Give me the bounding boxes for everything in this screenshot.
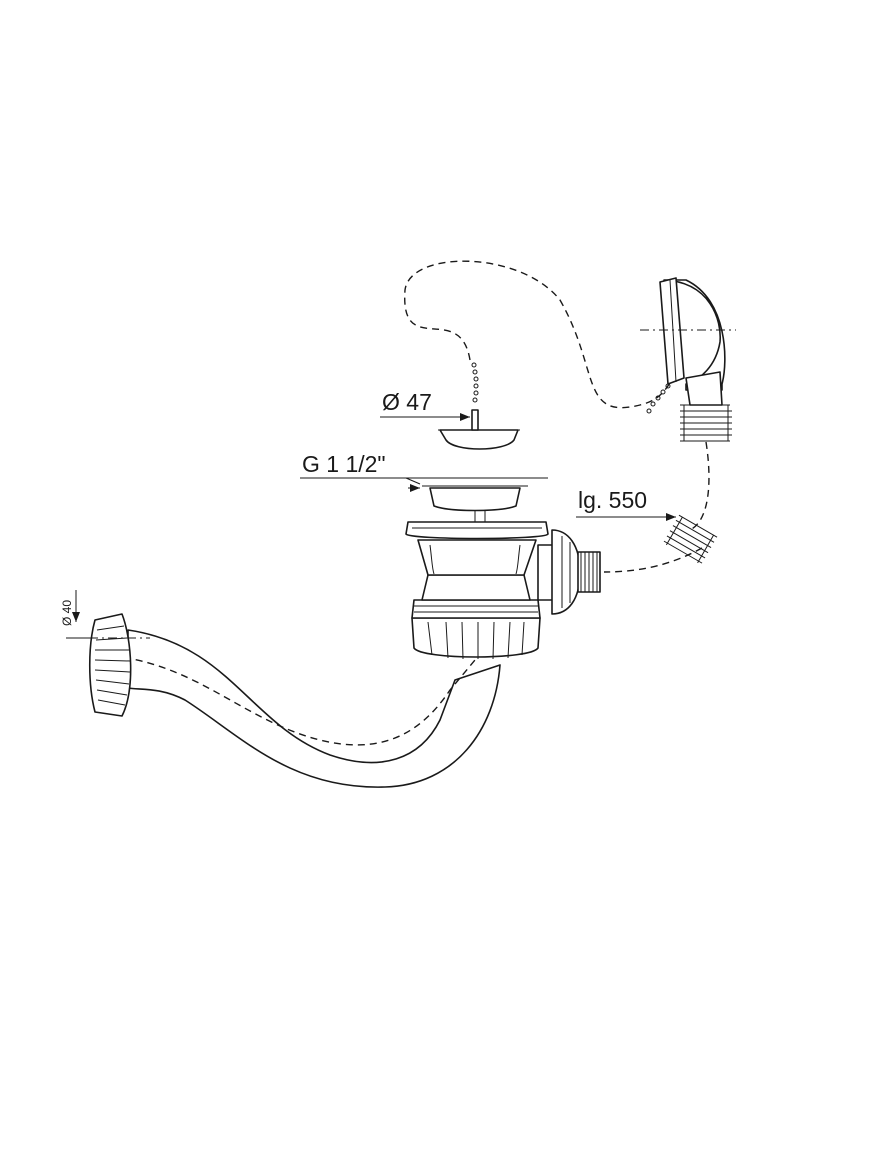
overflow-chain bbox=[646, 383, 671, 414]
dimension-plug-diameter: Ø 47 bbox=[380, 389, 470, 421]
chain-path bbox=[404, 260, 673, 409]
outlet-nut bbox=[70, 613, 150, 717]
trap-pipe bbox=[99, 629, 501, 788]
waste-thread-label: G 1 1/2" bbox=[302, 451, 386, 477]
overflow-head bbox=[640, 277, 736, 442]
overflow-connector bbox=[537, 529, 601, 615]
tube-coupling bbox=[663, 514, 718, 564]
dimension-overflow-tube-length: lg. 550 bbox=[576, 487, 676, 521]
dimension-waste-thread: G 1 1/2" bbox=[300, 451, 548, 492]
overflow-tube bbox=[603, 441, 710, 573]
strainer bbox=[422, 485, 528, 522]
dimension-trap-outlet-diameter: Ø 40 bbox=[60, 590, 96, 639]
trap-outlet-diameter-label: Ø 40 bbox=[60, 600, 74, 626]
overflow-tube-length-label: lg. 550 bbox=[578, 487, 647, 513]
plug-diameter-label: Ø 47 bbox=[382, 389, 432, 415]
chain bbox=[471, 362, 479, 403]
trap-body bbox=[405, 521, 549, 660]
plug bbox=[438, 409, 520, 450]
